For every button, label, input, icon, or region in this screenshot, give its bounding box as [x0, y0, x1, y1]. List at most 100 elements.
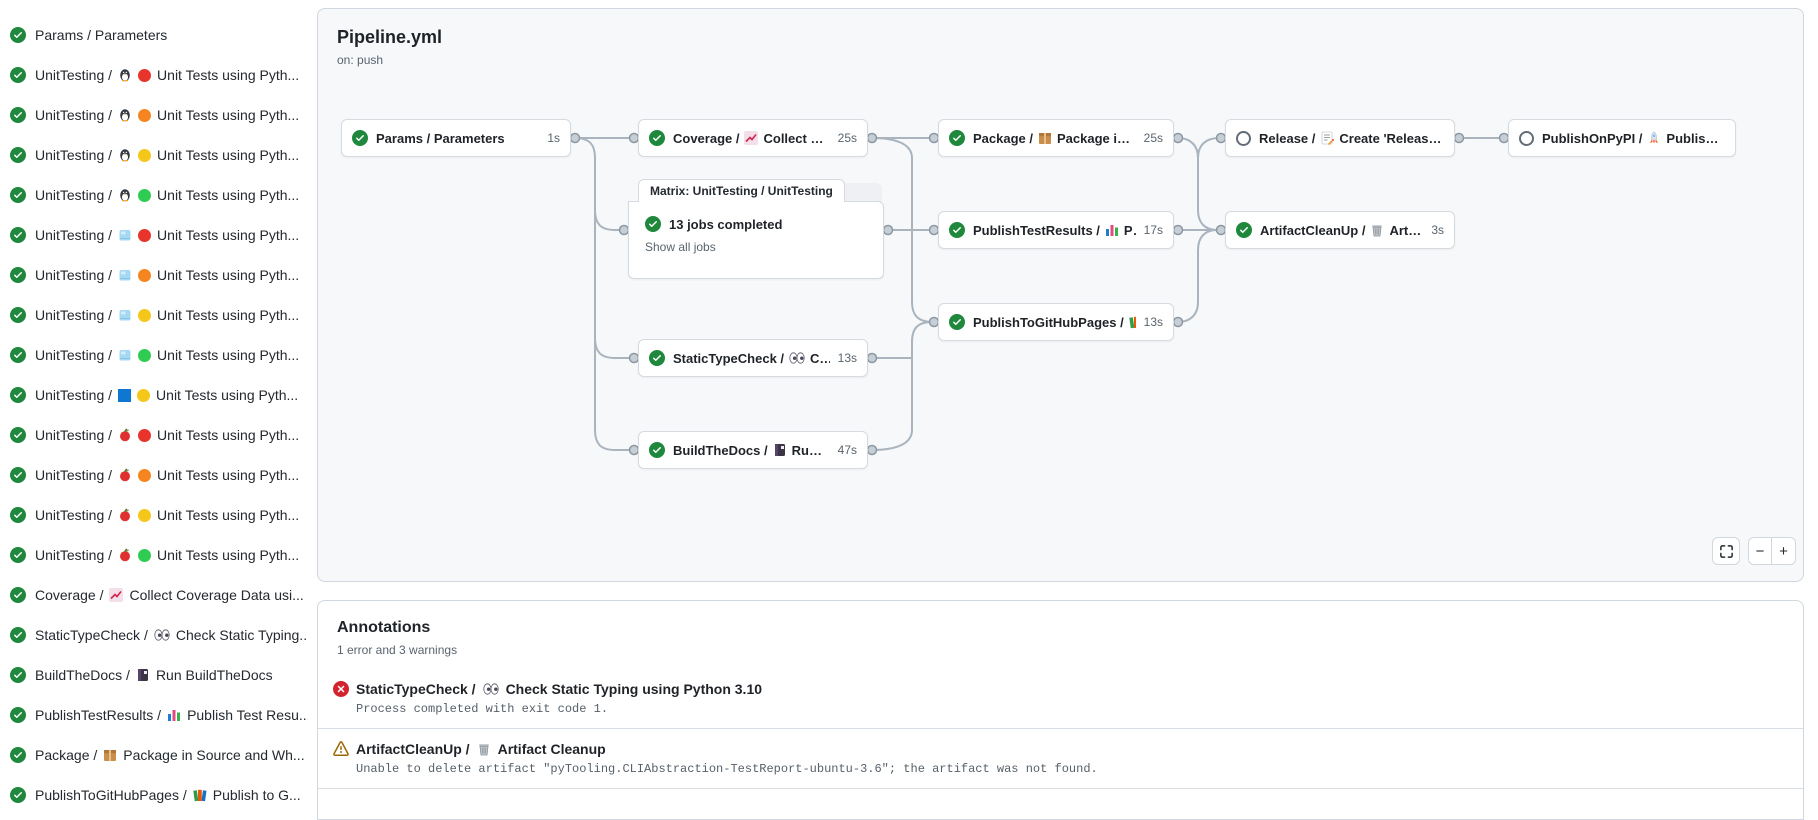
success-check-icon [645, 216, 661, 232]
ice-icon [118, 228, 132, 242]
sidebar-job-item[interactable]: UnitTesting /Unit Tests using Pyth... [0, 135, 314, 175]
sidebar-job-item[interactable]: UnitTesting /Unit Tests using Pyth... [0, 535, 314, 575]
job-node-artifactcleanup[interactable]: ArtifactCleanUp /Artifac...3s [1225, 211, 1455, 249]
success-check-icon [10, 547, 26, 563]
job-description: Unit Tests using Pyth... [157, 347, 300, 363]
success-check-icon [10, 387, 26, 403]
job-name: UnitTesting / [35, 467, 113, 483]
success-check-icon [10, 347, 26, 363]
python-version-orange-dot-icon [138, 268, 152, 282]
annotation-error-row: StaticTypeCheck /Check Static Typing usi… [318, 669, 1803, 729]
annotation-job-link[interactable]: StaticTypeCheck /Check Static Typing usi… [333, 681, 1787, 697]
rocket-icon [1647, 131, 1661, 145]
sidebar-job-item[interactable]: UnitTesting /Unit Tests using Pyth... [0, 455, 314, 495]
success-check-icon [10, 307, 26, 323]
job-description: Unit Tests using Pyth... [157, 67, 300, 83]
python-version-red-dot-icon [138, 228, 152, 242]
apple-icon [118, 428, 132, 442]
job-node-statictypecheck[interactable]: StaticTypeCheck /Chec...13s [638, 339, 868, 377]
sidebar-job-item[interactable]: PublishTestResults /Publish Test Resu... [0, 695, 314, 735]
job-description: Unit Tests using Pyth... [157, 507, 300, 523]
job-node-coverage[interactable]: Coverage /Collect Cove...25s [638, 119, 868, 157]
notebook-icon [136, 668, 150, 682]
job-name: Coverage / [35, 587, 104, 603]
package-icon [1038, 131, 1052, 145]
matrix-tab-label: Matrix: UnitTesting / UnitTesting [638, 179, 845, 202]
sidebar-job-item[interactable]: UnitTesting /Unit Tests using Pyth... [0, 495, 314, 535]
sidebar-job-item[interactable]: Params / Parameters [0, 15, 314, 55]
sidebar-job-item[interactable]: Package /Package in Source and Wh... [0, 735, 314, 775]
node-duration: 13s [837, 351, 857, 365]
job-node-release[interactable]: Release /Create 'Release P... [1225, 119, 1455, 157]
job-description: Collect Coverage Data usi... [129, 587, 304, 603]
job-node-package[interactable]: Package /Package in So...25s [938, 119, 1174, 157]
job-name: UnitTesting / [35, 67, 113, 83]
sidebar-job-item[interactable]: UnitTesting /Unit Tests using Pyth... [0, 175, 314, 215]
job-description: Unit Tests using Pyth... [157, 227, 300, 243]
python-version-red-dot-icon [138, 68, 152, 82]
node-duration: 1s [547, 131, 560, 145]
node-job-name: Release / [1259, 130, 1316, 146]
sidebar-job-item[interactable]: BuildTheDocs /Run BuildTheDocs [0, 655, 314, 695]
node-duration: 25s [1143, 131, 1163, 145]
job-description: Unit Tests using Pyth... [157, 267, 300, 283]
node-job-description: Run Buil... [791, 442, 830, 458]
annotations-panel: Annotations 1 error and 3 warnings Stati… [317, 600, 1804, 820]
wastebasket-icon [477, 742, 491, 756]
zoom-out-button[interactable]: − [1749, 538, 1772, 564]
sidebar-job-item[interactable]: UnitTesting /Unit Tests using Pyth... [0, 295, 314, 335]
job-description: Unit Tests using Pyth... [157, 187, 300, 203]
matrix-status-text: 13 jobs completed [669, 216, 783, 232]
books-icon [193, 788, 207, 802]
job-node-publishtogithubpages[interactable]: PublishToGitHubPages /...13s [938, 303, 1174, 341]
node-job-name: Params / Parameters [376, 130, 505, 146]
fullscreen-button[interactable] [1712, 537, 1740, 565]
job-name: UnitTesting / [35, 347, 113, 363]
job-node-params[interactable]: Params / Parameters 1s [341, 119, 571, 157]
job-node-publishtestresults[interactable]: PublishTestResults /Pu...17s [938, 211, 1174, 249]
python-version-yellow-dot-icon [137, 388, 151, 402]
sidebar-job-item[interactable]: UnitTesting /Unit Tests using Pyth... [0, 95, 314, 135]
node-job-name: BuildTheDocs / [673, 442, 768, 458]
job-name: Package / [35, 747, 98, 763]
sidebar-job-item[interactable]: UnitTesting /Unit Tests using Pyth... [0, 255, 314, 295]
warning-triangle-icon [333, 741, 349, 757]
annotation-step-name: Artifact Cleanup [497, 741, 606, 757]
workflow-file-title: Pipeline.yml [337, 27, 443, 47]
sidebar-job-item[interactable]: UnitTesting /Unit Tests using Pyth... [0, 415, 314, 455]
sidebar-job-item[interactable]: UnitTesting /Unit Tests using Pyth... [0, 375, 314, 415]
node-job-description: Collect Cove... [763, 130, 829, 146]
node-job-name: Package / [973, 130, 1033, 146]
success-check-icon [10, 67, 26, 83]
matrix-unittesting-node[interactable]: 13 jobs completed Show all jobs [628, 201, 884, 279]
sidebar-job-item[interactable]: PublishToGitHubPages /Publish to G... [0, 775, 314, 815]
success-check-icon [10, 707, 26, 723]
python-version-yellow-dot-icon [138, 508, 152, 522]
sidebar-job-item[interactable]: StaticTypeCheck / Check Static Typing... [0, 615, 314, 655]
job-description: Unit Tests using Pyth... [157, 427, 300, 443]
show-all-jobs-link[interactable]: Show all jobs [645, 240, 716, 254]
node-job-description: Publish to ... [1666, 130, 1725, 146]
annotations-title: Annotations [337, 619, 431, 636]
success-check-icon [352, 130, 368, 146]
annotation-job-link[interactable]: ArtifactCleanUp /Artifact Cleanup [333, 741, 1787, 757]
sidebar-job-item[interactable]: UnitTesting / Unit Tests using Pyth... [0, 335, 314, 375]
job-node-publishonpypi[interactable]: PublishOnPyPI /Publish to ... [1508, 119, 1736, 157]
penguin-icon [118, 188, 132, 202]
job-description: Check Static Typing... [175, 627, 308, 643]
sidebar-job-item[interactable]: UnitTesting /Unit Tests using Pyth... [0, 215, 314, 255]
python-version-orange-dot-icon [138, 108, 152, 122]
sidebar-job-item[interactable]: UnitTesting / Unit Tests using Pyth... [0, 55, 314, 95]
python-version-yellow-dot-icon [138, 148, 152, 162]
annotation-message: Process completed with exit code 1. [356, 702, 609, 716]
job-node-buildthedocs[interactable]: BuildTheDocs / Run Buil... 47s [638, 431, 868, 469]
node-job-name: PublishToGitHubPages / [973, 314, 1124, 330]
wastebasket-icon [1370, 223, 1384, 237]
node-duration: 47s [837, 443, 857, 457]
zoom-in-button[interactable]: + [1772, 538, 1795, 564]
success-check-icon [10, 27, 26, 43]
apple-icon [118, 508, 132, 522]
job-name: StaticTypeCheck / [35, 627, 148, 643]
matrix-ghost-tab [834, 183, 882, 205]
sidebar-job-item[interactable]: Coverage / Collect Coverage Data usi... [0, 575, 314, 615]
